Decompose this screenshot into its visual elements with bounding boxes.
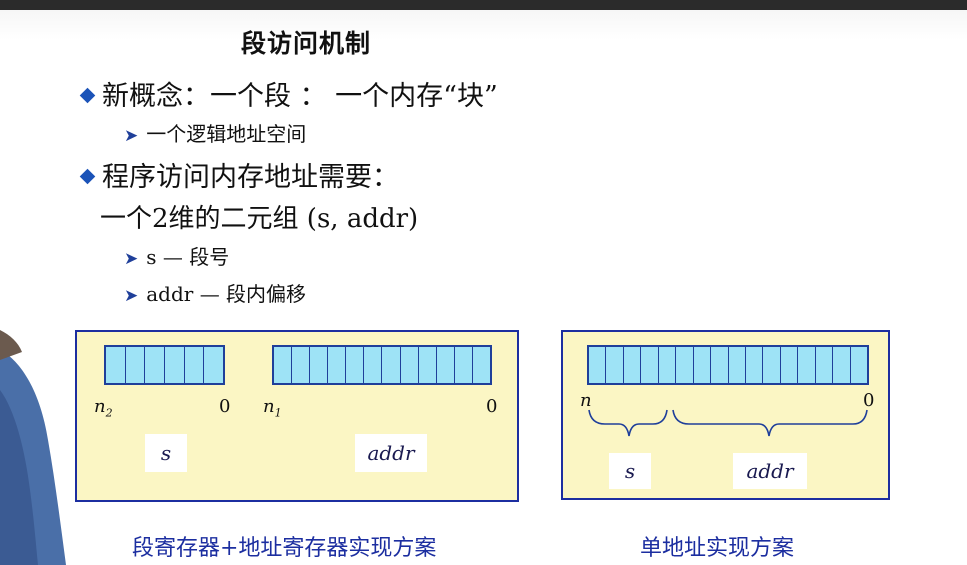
sub-item-text: addr — 段内偏移 <box>146 282 307 306</box>
bullet-program-access: 程序访问内存地址需要： <box>78 155 399 194</box>
address-register <box>272 345 492 385</box>
register-bit-cell <box>763 347 781 383</box>
segment-number-label: s <box>145 434 187 472</box>
address-register-low-bit: 0 <box>486 396 498 417</box>
sub-item-addr: ➤ addr — 段内偏移 <box>124 278 306 307</box>
sub-item-logical-space: ➤ 一个逻辑地址空间 <box>124 118 306 147</box>
top-bar <box>0 0 967 10</box>
register-bit-cell <box>798 347 816 383</box>
tuple-line: 一个2维的二元组 (s, addr) <box>100 204 419 234</box>
register-bit-cell <box>473 347 490 383</box>
register-bit-cell <box>729 347 746 383</box>
register-bit-cell <box>145 347 166 383</box>
segment-register-high-bit: n2 <box>94 396 113 420</box>
single-address-diagram: n 0 s addr <box>561 330 890 500</box>
register-bit-cell <box>310 347 329 383</box>
segment-brace-icon <box>588 409 668 437</box>
diamond-bullet-icon <box>79 168 96 185</box>
bullet-text: 程序访问内存地址需要： <box>102 162 399 193</box>
register-bit-cell <box>328 347 347 383</box>
diamond-bullet-icon <box>79 87 96 104</box>
slide-title: 段访问机制 <box>241 29 372 58</box>
offset-label: addr <box>355 434 427 472</box>
single-register-low-bit: 0 <box>863 390 875 411</box>
register-bit-cell <box>606 347 624 383</box>
single-register-high-bit: n <box>580 390 592 411</box>
address-register-high-bit: n1 <box>263 396 282 420</box>
right-diagram-caption: 单地址实现方案 <box>640 536 795 561</box>
register-bit-cell <box>204 347 223 383</box>
register-bit-cell <box>659 347 677 383</box>
register-bit-cell <box>624 347 642 383</box>
register-bit-cell <box>274 347 293 383</box>
register-bit-cell <box>816 347 834 383</box>
register-bit-cell <box>641 347 659 383</box>
register-bit-cell <box>126 347 146 383</box>
offset-label: addr <box>733 453 807 489</box>
register-bit-cell <box>437 347 455 383</box>
left-diagram-caption: 段寄存器+地址寄存器实现方案 <box>132 536 437 561</box>
register-bit-cell <box>781 347 799 383</box>
sub-item-s: ➤ s — 段号 <box>124 241 229 270</box>
sub-item-text: s — 段号 <box>146 245 230 269</box>
arrow-bullet-icon: ➤ <box>124 126 139 146</box>
register-bit-cell <box>106 347 126 383</box>
arrow-bullet-icon: ➤ <box>124 286 139 306</box>
register-bit-cell <box>185 347 205 383</box>
register-bit-cell <box>419 347 437 383</box>
offset-brace-icon <box>672 409 868 437</box>
register-bit-cell <box>401 347 419 383</box>
register-bit-cell <box>833 347 851 383</box>
register-bit-cell <box>676 347 694 383</box>
register-bit-cell <box>364 347 383 383</box>
segment-register-low-bit: 0 <box>219 396 231 417</box>
register-bit-cell <box>455 347 473 383</box>
register-bit-cell <box>382 347 401 383</box>
arrow-bullet-icon: ➤ <box>124 249 139 269</box>
register-bit-cell <box>694 347 712 383</box>
register-bit-cell <box>346 347 365 383</box>
register-bit-cell <box>165 347 185 383</box>
field-braces <box>588 409 868 437</box>
segment-register-diagram: n2 0 n1 0 s addr <box>75 330 519 502</box>
segment-register <box>104 345 225 385</box>
presenter-image <box>0 330 66 565</box>
single-address-register <box>587 345 869 385</box>
bullet-text: 新概念：一个段 ： 一个内存“块” <box>102 81 498 112</box>
bullet-new-concept: 新概念：一个段 ： 一个内存“块” <box>78 74 498 113</box>
register-bit-cell <box>589 347 607 383</box>
register-bit-cell <box>292 347 311 383</box>
sub-item-text: 一个逻辑地址空间 <box>146 122 307 146</box>
register-bit-cell <box>746 347 764 383</box>
segment-number-label: s <box>609 453 651 489</box>
register-bit-cell <box>711 347 729 383</box>
